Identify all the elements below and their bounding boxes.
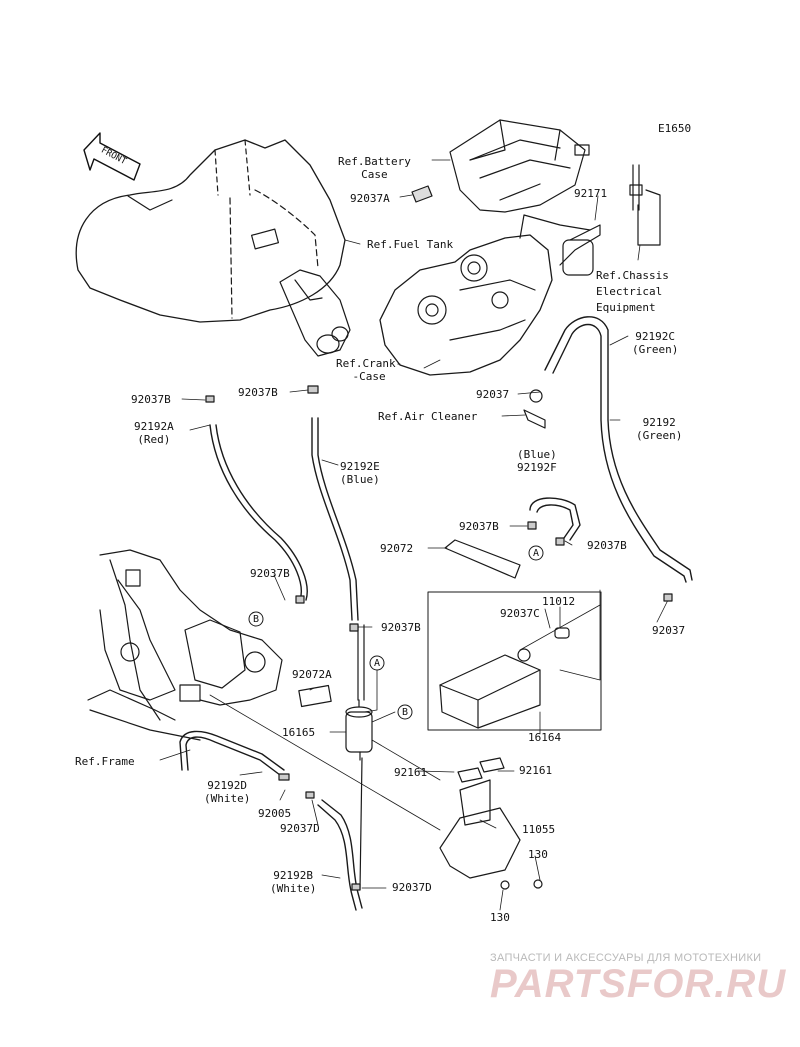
part-130-bottom: 130: [490, 911, 510, 924]
canister-box: [427, 591, 602, 731]
hose-92192F: [529, 497, 581, 541]
part-16165: 16165: [282, 726, 316, 739]
frame: [87, 549, 283, 741]
part-92192C: 92192C (Green): [632, 330, 679, 356]
front-arrow-icon: FRONT: [83, 132, 141, 181]
hose-92192-green: [544, 316, 693, 583]
ref-fuel-tank: Ref.Fuel Tank: [367, 238, 454, 251]
watermark-logo: PARTSFOR.RU: [490, 962, 787, 1006]
fuel-tank-bracket: [279, 269, 351, 357]
part-92037D-2: 92037D: [392, 881, 432, 894]
watermark-tagline: ЗАПЧАСТИ И АКСЕССУАРЫ ДЛЯ МОТОТЕХНИКИ: [490, 952, 762, 964]
part-16164: 16164: [528, 731, 562, 744]
part-130-top: 130: [528, 848, 548, 861]
part-92037-top: 92037: [476, 388, 510, 401]
part-92171: 92171: [574, 187, 608, 200]
part-92161-right: 92161: [519, 764, 553, 777]
part-92037B-6: 92037B: [381, 621, 421, 634]
part-92192D: 92192D (White): [204, 779, 251, 805]
fuel-tank-outline: [75, 139, 346, 323]
filter-16165: [345, 699, 373, 761]
part-92072: 92072: [380, 542, 414, 555]
hose-92192E: [311, 417, 359, 621]
part-92192B: 92192B (White): [270, 869, 317, 895]
part-92072A: 92072A: [292, 668, 332, 681]
part-11055: 11055: [522, 823, 556, 836]
part-92037-right: 92037: [652, 624, 686, 637]
crankcase: [379, 214, 601, 376]
ref-air-cleaner: Ref.Air Cleaner: [378, 410, 478, 423]
diagram-code: E1650: [658, 122, 692, 135]
battery-case: [449, 119, 590, 213]
callout-b-2: B: [401, 707, 409, 718]
part-92037B-4: 92037B: [587, 539, 627, 552]
part-92037A: 92037A: [350, 192, 390, 205]
part-92005: 92005: [258, 807, 292, 820]
canister-16164: [439, 627, 570, 729]
ref-crank-case: Ref.Crank- -Case: [336, 357, 403, 383]
part-92037C: 92037C: [500, 607, 540, 620]
hose-to-filter: [357, 624, 365, 891]
strap-92072: [444, 539, 521, 579]
part-92192E: 92192E (Blue): [340, 460, 380, 486]
part-92037B-1: 92037B: [131, 393, 171, 406]
part-92161-left: 92161: [394, 766, 428, 779]
callout-a-2: A: [373, 658, 381, 669]
part-92037D-1: 92037D: [280, 822, 320, 835]
part-92037B-2: 92037B: [238, 386, 278, 399]
ref-chassis-electrical: Ref.Chassis Electrical Equipment: [596, 269, 669, 314]
strap-92072A: [298, 684, 332, 708]
part-11012: 11012: [542, 595, 576, 608]
callout-circles: [248, 545, 544, 720]
hose-92192D: [179, 730, 285, 776]
ref-battery-case: Ref.Battery Case: [338, 155, 411, 181]
part-92192F: (Blue) 92192F: [517, 448, 557, 474]
ref-frame: Ref.Frame: [75, 755, 135, 768]
part-92192A: 92192A (Red): [134, 420, 174, 446]
hose-92192B: [317, 799, 363, 911]
clamps: [205, 385, 673, 891]
leader-lines: [159, 159, 669, 911]
callout-a-1: A: [532, 548, 540, 559]
callout-b-1: B: [252, 614, 260, 625]
part-92037B-5: 92037B: [250, 567, 290, 580]
bracket-11055: [439, 757, 543, 890]
chassis-breather-fitting: [629, 164, 661, 246]
part-92192: 92192 (Green): [636, 416, 683, 442]
bolt-92037A: [411, 185, 433, 203]
hose-92192A: [209, 424, 308, 601]
part-92037B-3: 92037B: [459, 520, 499, 533]
